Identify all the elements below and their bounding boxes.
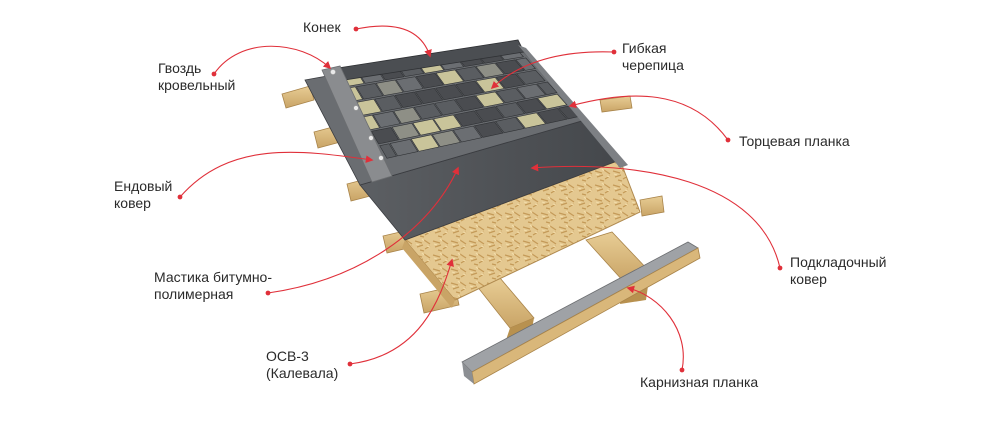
label-osb-line2: (Калевала) [266,365,339,381]
shingle-tile [393,107,422,124]
shingle-tile [475,62,505,78]
shingle-tile [455,66,485,82]
label-mastic-line1: Мастика битумно- [154,269,273,285]
arrow-shingles [490,51,615,90]
arrow-tails [177,26,783,373]
label-underlay: Подкладочный ковер [790,254,887,288]
label-nail: Гвоздь кровельный [158,60,235,94]
shingle-tile [515,112,547,129]
shingle-tile [391,122,421,140]
shingle-tile [495,87,526,104]
shingle-tile [434,99,464,116]
arrow-ridge [355,25,432,58]
label-valley-line1: Ендовый [114,178,173,194]
shingle-tile [435,84,464,101]
nail-plate [321,65,393,183]
label-nail-line2: кровельный [158,77,236,93]
label-osb-line1: ОСВ-3 [266,348,309,364]
shingle-tile [453,110,484,127]
arrow-valley [179,151,374,198]
shingle-tile [516,98,547,114]
leader-arrows [179,25,781,371]
shingle-tile [515,69,546,85]
arrow-underlay [530,163,781,269]
shingle-tile [355,83,384,100]
arrow-eave [626,285,684,371]
label-shingles-line1: Гибкая [622,40,667,56]
shingle-tile [516,83,547,100]
shingle-tile [475,91,505,108]
shingle-tile [413,103,443,120]
shingle-tile [452,125,483,143]
shingle-tile [379,143,397,159]
shingle-tile [515,57,536,71]
arrow-osb [349,258,454,365]
shingle-tile [395,76,424,93]
arrow-nail [213,45,332,75]
shingle-tile [375,79,404,96]
shingle-tile [412,118,442,136]
label-valley-line2: ковер [114,195,151,211]
shingle-tile [415,73,444,89]
shingle-tile [536,93,568,110]
label-shingles-line2: черепица [622,57,684,73]
shingle-tile [435,69,465,86]
label-underlay-line2: ковер [790,271,827,287]
shingle-tile [454,95,484,112]
label-underlay-line1: Подкладочный [790,254,887,270]
label-gable-strip: Торцевая планка [739,133,850,149]
shingle-tile [537,108,568,124]
label-ridge: Конек [303,19,341,35]
label-mastic: Мастика битумно- полимерная [154,269,272,303]
nail-heads [330,69,384,161]
arrow-gable [568,95,729,141]
label-shingles: Гибкая черепица [622,40,684,74]
shingle-tile [389,138,419,157]
shingle-tile [410,134,440,152]
shingle-tile [536,81,558,95]
label-nail-line1: Гвоздь [158,60,202,76]
shingle-tile [372,111,401,128]
shingle-tile [494,116,525,134]
shingle-tile [414,88,444,105]
shingle-tile [431,130,461,148]
label-eave-strip: Карнизная планка [640,374,759,390]
shingle-tile [455,80,485,97]
shingle-tile [433,114,463,132]
arrow-mastic [267,166,459,294]
shingle-tile [394,91,423,108]
label-valley-carpet: Ендовый ковер [114,178,172,212]
shingle-tile [474,106,505,123]
shingle-tile [370,127,400,145]
label-mastic-line2: полимерная [154,286,234,302]
shingle-tile [473,121,504,138]
label-osb: ОСВ-3 (Калевала) [266,348,338,382]
shingle-tile [374,95,403,112]
shingle-tile [495,102,526,119]
